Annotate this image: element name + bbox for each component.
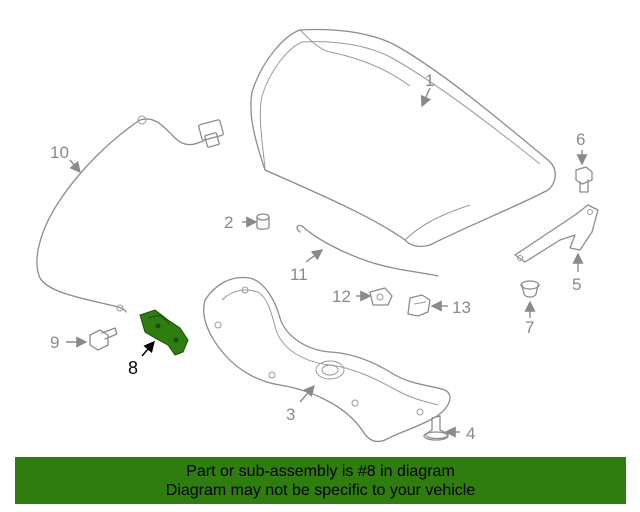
grommet-part: [256, 213, 270, 230]
callout-13: 13: [452, 298, 471, 317]
clip-part: [423, 415, 449, 441]
callout-11: 11: [290, 265, 308, 284]
callout-6: 6: [576, 130, 585, 149]
leader-lines: [66, 87, 588, 438]
callout-12: 12: [332, 287, 351, 306]
leader-10: [69, 159, 81, 174]
callout-10: 10: [50, 143, 69, 162]
banner-line-1: Part or sub-assembly is #8 in diagram: [186, 463, 455, 480]
leader-8: [141, 340, 155, 357]
hood-part: [250, 28, 556, 247]
leader-1: [420, 87, 432, 108]
callout-8: 8: [128, 358, 138, 378]
insulator-part: [203, 276, 451, 443]
retainer-part: [520, 280, 540, 298]
hood-latch-part: [139, 309, 189, 356]
callout-9: 9: [50, 333, 59, 352]
callout-4: 4: [466, 424, 475, 443]
callout-5: 5: [572, 275, 581, 294]
leader-3: [299, 384, 315, 403]
callout-1: 1: [425, 71, 434, 90]
prop-rod-part: [296, 224, 439, 277]
callout-7: 7: [525, 318, 534, 337]
prop-bracket-part: [407, 294, 431, 317]
info-banner: Part or sub-assembly is #8 in diagram Di…: [15, 457, 626, 504]
latch-bolt-part: [89, 327, 118, 351]
callout-3: 3: [286, 405, 295, 424]
leader-11: [305, 249, 324, 263]
prop-holder-part: [369, 287, 393, 306]
banner-line-2: Diagram may not be specific to your vehi…: [165, 482, 476, 499]
hinge-bolt-part: [575, 166, 593, 193]
hinge-part: [514, 204, 599, 263]
release-cable-part: [36, 115, 224, 313]
callout-2: 2: [224, 213, 233, 232]
